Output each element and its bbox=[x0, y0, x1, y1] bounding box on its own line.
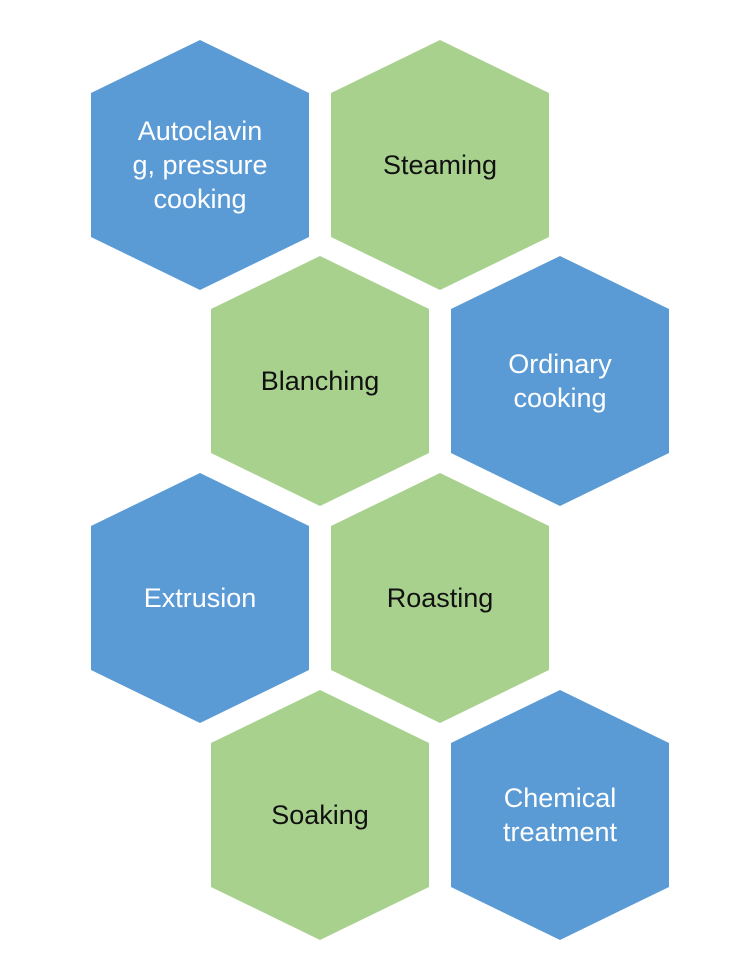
hexagon-steaming bbox=[331, 40, 549, 290]
hexagon-extrusion bbox=[91, 473, 309, 723]
hexagon-soaking bbox=[211, 690, 429, 940]
hexagon-autoclaving bbox=[91, 40, 309, 290]
hexagon-blanching bbox=[211, 256, 429, 506]
hexagon-chemical-treatment bbox=[451, 690, 669, 940]
hexagon-ordinary-cooking bbox=[451, 256, 669, 506]
hexagon-roasting bbox=[331, 473, 549, 723]
